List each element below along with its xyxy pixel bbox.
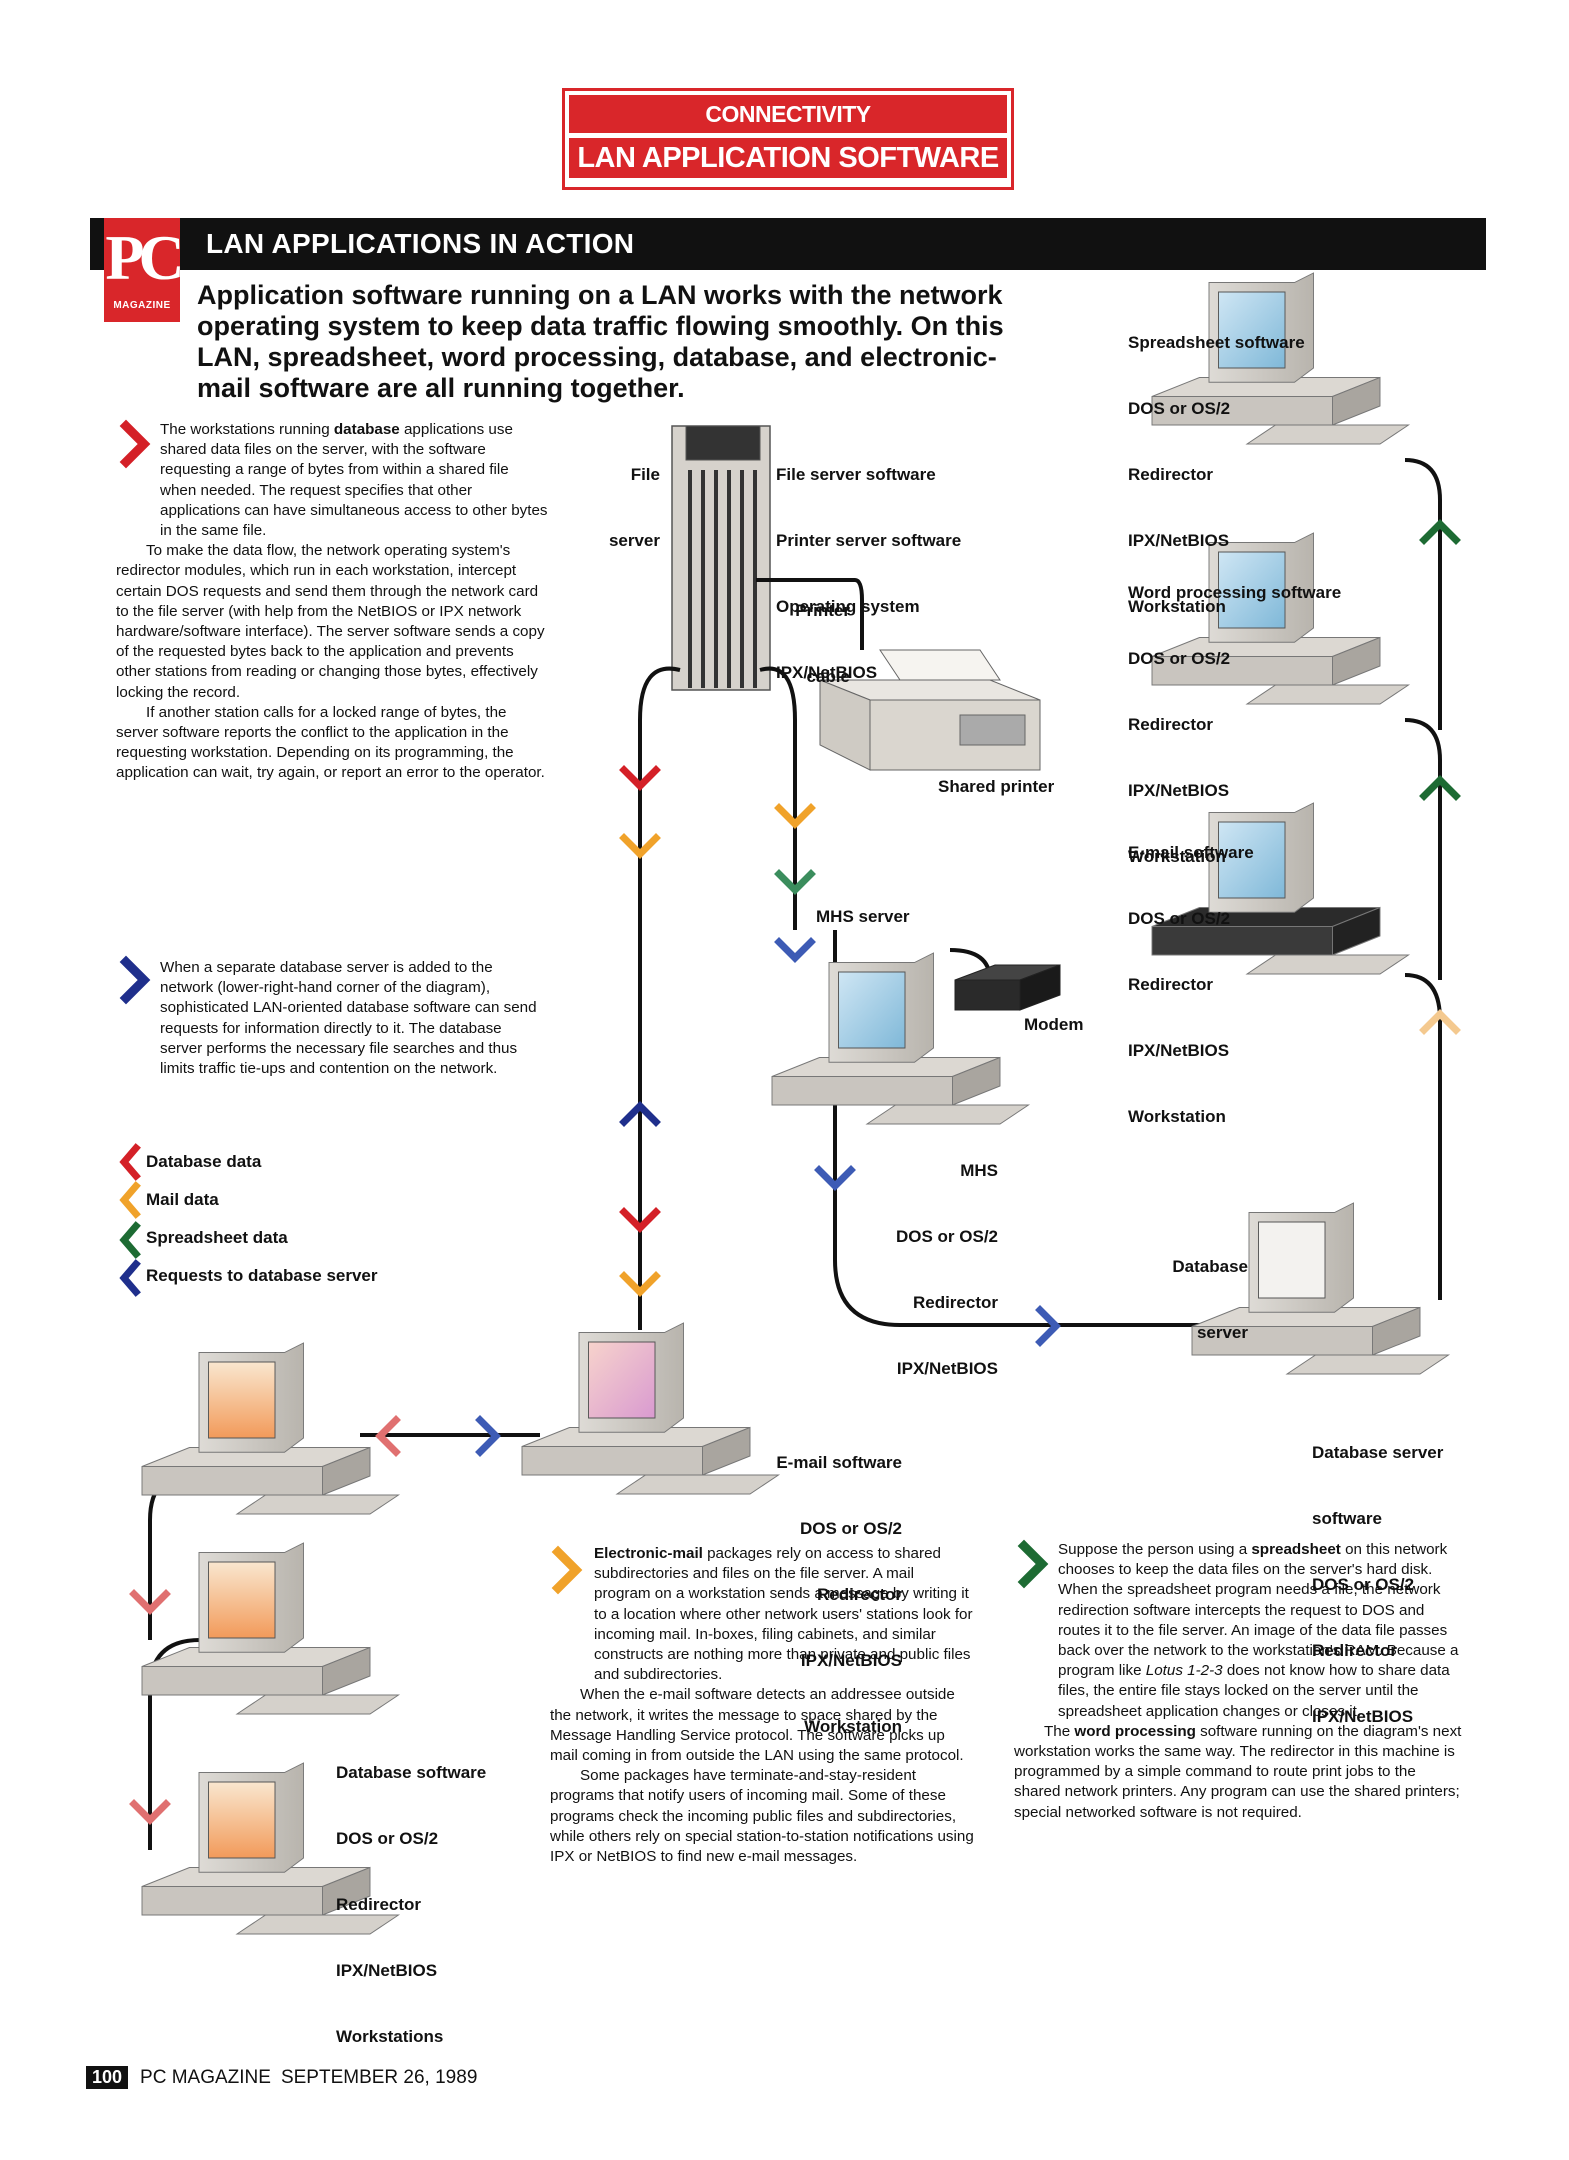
db-request-right-arrow <box>1035 1305 1061 1347</box>
page-number: 100 <box>86 2066 129 2089</box>
shared-printer <box>819 649 1041 771</box>
intro-deck: Application software running on a LAN wo… <box>197 280 1004 403</box>
spreadsheet-data-down-arrow-1 <box>774 869 816 895</box>
email-workstation-center <box>521 1322 781 1495</box>
section-title: LAN APPLICATION SOFTWARE <box>569 138 1007 178</box>
section-category: CONNECTIVITY <box>569 95 1007 133</box>
legend-item-database: Database data <box>146 1152 262 1171</box>
mail-data-down-arrow-2 <box>619 1271 661 1297</box>
word-processing-workstation-label: Word processing software DOS or OS/2 Red… <box>1128 583 1342 866</box>
email-bullet <box>551 1545 583 1595</box>
legend-item-spreadsheet: Spreadsheet data <box>146 1228 288 1247</box>
database-server-label: Database server <box>1172 1257 1248 1342</box>
db-server-bullet <box>119 955 151 1005</box>
article-banner: LAN APPLICATIONS IN ACTION <box>90 218 1486 270</box>
file-server-label: File server <box>608 465 660 550</box>
db-server-text: When a separate database server is added… <box>160 959 537 1078</box>
page-footer: 100 PC MAGAZINE SEPTEMBER 26, 1989 <box>86 2066 477 2089</box>
spreadsheet-workstation-label: Spreadsheet software DOS or OS/2 Redirec… <box>1128 333 1305 616</box>
db-request-up-arrow <box>619 1101 661 1127</box>
legend-item-db-requests: Requests to database server <box>146 1266 378 1285</box>
printer-cable-label: Printer cable <box>795 601 850 686</box>
legend: Database data Mail data Spreadsheet data… <box>140 1143 378 1295</box>
mail-data-up-arrow <box>1419 1009 1461 1035</box>
file-server-stack-label: File server software Printer server soft… <box>776 465 962 682</box>
column-3-text: Suppose the person using a spreadsheet o… <box>1014 1541 1462 1821</box>
email-workstation-right <box>1151 802 1411 975</box>
article-title: LAN APPLICATIONS IN ACTION <box>206 228 635 259</box>
mhs-stack-label: MHS DOS or OS/2 Redirector IPX/NetBIOS <box>895 1161 998 1378</box>
database-workstation-3 <box>141 1762 401 1935</box>
issue-date: SEPTEMBER 26, 1989 <box>280 2066 478 2088</box>
database-workstations-label: Database software DOS or OS/2 Redirector… <box>336 1763 487 2046</box>
db-request-right-arrow-2 <box>475 1415 501 1457</box>
database-data-down-arrow-3 <box>129 1589 171 1615</box>
flow-arrows <box>129 519 1461 1825</box>
database-data-down-arrow-1 <box>619 765 661 791</box>
email-workstation-right-label: E-mail software DOS or OS/2 Redirector I… <box>1128 843 1254 1126</box>
legend-icons <box>119 1143 141 1297</box>
db-request-down-arrow-1 <box>774 937 816 963</box>
mail-data-down-arrow-3 <box>774 803 816 829</box>
spreadsheet-data-up-arrow-2 <box>1419 775 1461 801</box>
database-data-down-arrow-2 <box>619 1207 661 1233</box>
magazine-name: PC MAGAZINE <box>140 2066 271 2088</box>
database-workstation-2 <box>141 1542 401 1715</box>
database-server <box>1191 1202 1451 1375</box>
spreadsheet-data-up-arrow-1 <box>1419 519 1461 545</box>
column-2-text: Electronic-mail packages rely on access … <box>550 1545 974 1866</box>
spreadsheet-bullet <box>1017 1539 1049 1589</box>
db-request-down-arrow-2 <box>814 1165 856 1191</box>
database-server-stack-label: Database server software DOS or OS/2 Red… <box>1312 1443 1444 1726</box>
shared-printer-label: Shared printer <box>938 777 1055 796</box>
column-1-text: The workstations running database applic… <box>116 421 548 782</box>
section-bullets <box>119 419 1049 1595</box>
database-workstation-1 <box>141 1342 401 1515</box>
database-data-left-arrow <box>375 1415 401 1457</box>
mail-data-down-arrow-1 <box>619 833 661 859</box>
word-processing-workstation <box>1151 532 1411 705</box>
database-bullet <box>119 419 151 469</box>
legend-item-mail: Mail data <box>146 1190 219 1209</box>
section-header: CONNECTIVITY LAN APPLICATION SOFTWARE <box>562 88 1014 190</box>
modem-label: Modem <box>1024 1015 1084 1034</box>
mhs-server-label: MHS server <box>816 907 910 926</box>
file-server <box>671 425 771 691</box>
database-data-down-arrow-4 <box>129 1799 171 1825</box>
modem <box>954 964 1061 1011</box>
pc-magazine-logo: PC MAGAZINE <box>104 218 185 322</box>
email-workstation-center-label: E-mail software DOS or OS/2 Redirector I… <box>776 1453 902 1736</box>
spreadsheet-workstation <box>1151 272 1411 445</box>
mhs-server-workstation <box>771 952 1031 1125</box>
